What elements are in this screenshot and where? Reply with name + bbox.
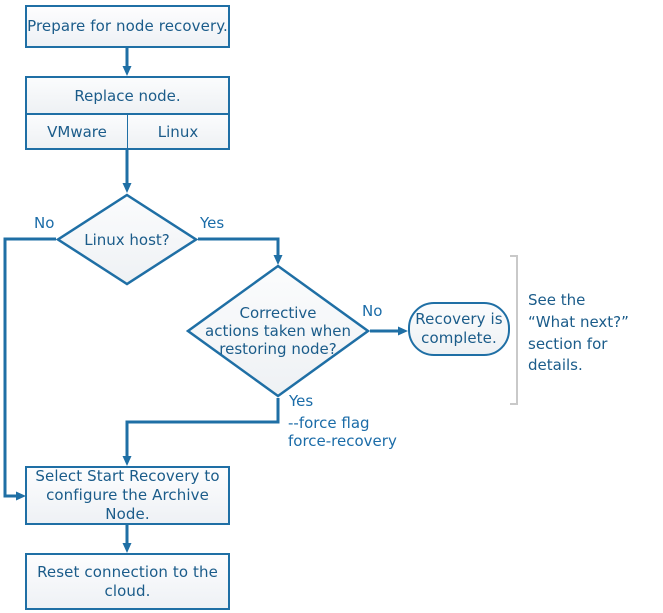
decision-corrective-actions-shape <box>186 264 370 398</box>
node-prepare-for-node-recovery[interactable]: Prepare for node recovery. <box>25 5 230 48</box>
what-next-bracket <box>510 255 518 405</box>
option-linux-label: Linux <box>157 122 199 141</box>
edge-label-linuxhost-yes: Yes <box>200 214 225 232</box>
node-recovery-complete[interactable]: Recovery is complete. <box>408 302 510 356</box>
edge-label-linuxhost-no: No <box>34 214 55 232</box>
node-prepare-label: Prepare for node recovery. <box>27 17 228 36</box>
force-flag-annotation: --force flag force-recovery <box>288 414 397 450</box>
node-select-start-recovery-label: Select Start Recovery to configure the A… <box>35 467 220 523</box>
edge-linuxhost-no <box>3 237 56 501</box>
node-recovery-complete-label: Recovery is complete. <box>415 310 503 347</box>
option-linux[interactable]: Linux <box>128 115 228 148</box>
node-select-start-recovery[interactable]: Select Start Recovery to configure the A… <box>25 466 230 525</box>
what-next-note: See the “What next?” section for details… <box>528 291 629 375</box>
node-replace-node[interactable]: Replace node. <box>25 76 230 114</box>
edge-linuxhost-yes <box>198 237 283 265</box>
node-reset-connection-label: Reset connection to the cloud. <box>37 562 218 600</box>
decision-corrective-actions[interactable]: Corrective actions taken when restoring … <box>186 264 370 398</box>
decision-linux-host[interactable]: Linux host? <box>56 193 198 286</box>
edge-label-corrective-no: No <box>362 302 383 320</box>
edge-label-corrective-yes: Yes <box>289 392 314 410</box>
node-replace-label: Replace node. <box>74 86 181 105</box>
edge-corrective-yes <box>122 398 280 466</box>
option-vmware[interactable]: VMware <box>27 115 128 148</box>
node-replace-options: VMware Linux <box>25 114 230 150</box>
decision-linux-host-shape <box>56 193 198 286</box>
option-vmware-label: VMware <box>47 122 107 141</box>
node-reset-connection[interactable]: Reset connection to the cloud. <box>25 553 230 610</box>
